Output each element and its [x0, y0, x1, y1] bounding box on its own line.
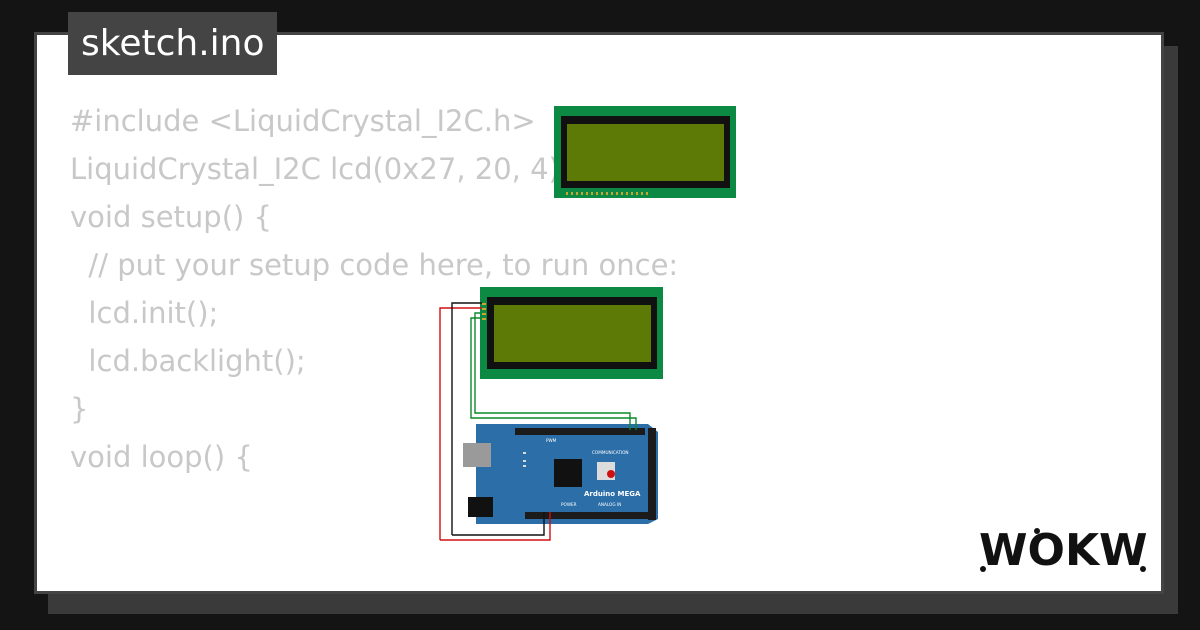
wire-scl: [470, 317, 637, 430]
lcd-i2c-screen: [494, 305, 651, 362]
arduino-mega-board[interactable]: Arduino MEGA PWM COMMUNICATION POWER ANA…: [463, 424, 658, 524]
code-line: lcd.init();: [70, 296, 219, 330]
wire-gnd: [451, 302, 482, 535]
usb-port: [463, 443, 491, 467]
power-label: POWER: [561, 502, 577, 507]
wire-vcc: [439, 307, 482, 540]
code-line: #include <LiquidCrystal_I2C.h>: [70, 104, 536, 138]
code-line: lcd.backlight();: [70, 344, 306, 378]
lcd-top-pins: [566, 192, 648, 195]
communication-label: COMMUNICATION: [592, 450, 629, 455]
power-jack: [468, 497, 493, 517]
wire-vcc-board: [440, 512, 551, 541]
analog-header: [525, 512, 650, 519]
code-line: void setup() {: [70, 200, 272, 234]
board-name: Arduino MEGA: [584, 490, 641, 498]
reset-button: [607, 470, 615, 478]
side-header: [648, 428, 656, 520]
lcd-i2c-header-pins: [482, 303, 486, 320]
code-line: void loop() {: [70, 440, 253, 474]
pwm-label: PWM: [546, 438, 557, 443]
lcd-top-screen: [567, 124, 724, 181]
analog-in-label: ANALOG IN: [598, 502, 621, 507]
digital-header: [515, 428, 645, 435]
wires[interactable]: [439, 302, 637, 541]
code-line: // put your setup code here, to run once…: [70, 248, 679, 282]
file-tab[interactable]: sketch.ino: [68, 12, 278, 75]
status-leds: [523, 452, 526, 467]
code-editor[interactable]: #include <LiquidCrystal_I2C.h>LiquidCrys…: [70, 97, 678, 481]
lcd-display-top[interactable]: [554, 106, 736, 198]
wire-gnd-board: [452, 512, 545, 536]
lcd-display-i2c[interactable]: [480, 287, 663, 379]
code-line: }: [70, 392, 89, 426]
microcontroller-chip: [554, 459, 582, 487]
wokwi-logo: WOKWi: [979, 525, 1149, 575]
wokwi-logo-text: WOKWi: [979, 525, 1149, 575]
